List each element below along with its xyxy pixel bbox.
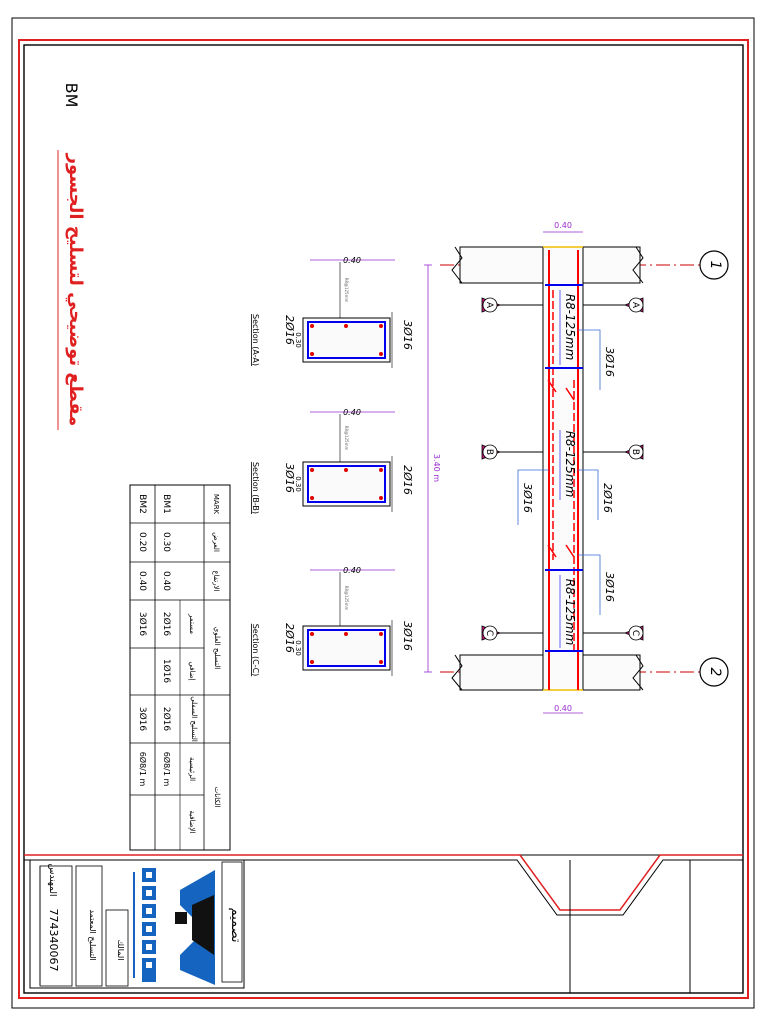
row1-top-extra: 1Ø16 xyxy=(161,659,172,684)
section-a: 0.40 R8@125mm 0.30 3Ø16 2Ø16 Section (A-… xyxy=(251,256,414,368)
section-b-width: 0.40 xyxy=(343,408,361,417)
cut-mark-a-right: A xyxy=(630,302,640,309)
section-a-top: 3Ø16 xyxy=(401,320,414,350)
title-block-frame xyxy=(24,854,743,993)
section-c-top: 3Ø16 xyxy=(401,621,414,651)
row1-top-cont: 2Ø16 xyxy=(161,612,172,637)
dim-col-left: 0.40 xyxy=(554,221,572,230)
dim-col-right: 0.40 xyxy=(554,704,572,713)
section-a-width: 0.40 xyxy=(343,256,361,265)
title-block: 774340067 المهندس التسليح المعتمد المالك… xyxy=(29,859,245,989)
row2-bottom: 3Ø16 xyxy=(137,707,148,732)
row2-stir-main: 6Ø8/1 m xyxy=(138,752,148,787)
hdr-top-cont: مستمر xyxy=(188,613,196,634)
top-bar-label-1: 3Ø16 xyxy=(603,347,616,377)
title-arabic: مقطع توضيحي لتسليح الجسور xyxy=(65,153,86,427)
section-b-title: Section (B-B) xyxy=(251,462,260,514)
grid-label-2: 2 xyxy=(707,668,723,677)
cut-mark-a-left: A xyxy=(484,302,494,309)
drawing-title: BM مقطع توضيحي لتسليح الجسور xyxy=(57,83,86,430)
section-c-width: 0.40 xyxy=(343,566,361,575)
grid-label-1: 1 xyxy=(707,261,723,270)
hdr-stir-main: الرئيسية xyxy=(188,757,196,781)
owner-label: المالك xyxy=(116,940,125,961)
section-a-depth: 0.30 xyxy=(294,332,302,348)
stirrup-label-2: R8-125mm xyxy=(563,431,577,498)
outer-border xyxy=(11,17,755,1009)
section-b-top: 2Ø16 xyxy=(401,465,414,495)
row2-width: 0.20 xyxy=(137,532,147,552)
phone-number: 774340067 xyxy=(47,909,60,972)
hdr-bottom: التسليح السفلي xyxy=(190,696,198,742)
section-a-title: Section (A-A) xyxy=(251,314,260,366)
hdr-depth: الارتفاع xyxy=(212,570,220,591)
hdr-top-extra: إضافي xyxy=(188,661,196,680)
grid-bubble-2 xyxy=(699,657,729,687)
top-bar-label-2: 2Ø16 xyxy=(601,483,614,513)
red-frame xyxy=(18,39,749,999)
row1-bottom: 2Ø16 xyxy=(161,707,172,732)
cut-mark-b-left: B xyxy=(484,449,494,455)
section-b-bottom: 3Ø16 xyxy=(283,463,296,493)
design-label: تصميم xyxy=(228,908,243,943)
section-b-depth: 0.30 xyxy=(294,476,302,492)
stirrup-label-1: R8-125mm xyxy=(563,294,577,361)
cut-mark-c-left: C xyxy=(484,630,494,636)
row2-mark: BM2 xyxy=(137,494,147,514)
beam-elevation: 1 2 0.40 0.40 3.40 m xyxy=(424,221,729,714)
stirrup-label-3: R8-125mm xyxy=(563,579,577,646)
section-b-stirrup-note: R8@125mm xyxy=(344,426,349,451)
hdr-mark: MARK xyxy=(212,494,220,515)
title-code: BM xyxy=(62,83,81,108)
inner-frame xyxy=(23,44,744,994)
row2-depth: 0.40 xyxy=(137,571,147,591)
engineer-name: التسليح المعتمد xyxy=(88,909,97,960)
section-a-bottom: 2Ø16 xyxy=(283,315,296,345)
section-c: 0.40 R8@125mm 0.30 3Ø16 2Ø16 Section (C-… xyxy=(251,566,414,676)
engineer-label: المهندس xyxy=(47,863,57,896)
row2-top-cont: 3Ø16 xyxy=(137,612,148,637)
row1-stir-main: 6Ø8/1 m xyxy=(162,752,172,787)
section-c-bottom: 2Ø16 xyxy=(283,623,296,653)
beam-schedule-table: MARK العرض الارتفاع التسليح العلوي مستمر… xyxy=(129,484,231,851)
section-b: 0.40 R8@125mm 0.30 2Ø16 3Ø16 Section (B-… xyxy=(251,408,414,514)
hdr-stir-sec: الإضافية xyxy=(188,810,196,833)
grid-bubble-1 xyxy=(699,250,729,280)
cut-mark-c-right: C xyxy=(630,630,640,636)
hdr-width: العرض xyxy=(212,532,220,552)
row1-depth: 0.40 xyxy=(161,571,171,591)
company-logo xyxy=(133,868,215,985)
dim-span: 3.40 m xyxy=(432,454,441,482)
section-c-depth: 0.30 xyxy=(294,640,302,656)
top-bar-label-3: 3Ø16 xyxy=(603,572,616,602)
row1-mark: BM1 xyxy=(161,494,171,514)
section-c-stirrup-note: R8@125mm xyxy=(344,586,349,611)
hdr-stirrups: الكانات xyxy=(213,787,221,808)
section-a-stirrup-note: R8@125mm xyxy=(344,278,349,303)
bottom-bar-label-1: 3Ø16 xyxy=(521,483,534,513)
section-c-title: Section (C-C) xyxy=(251,624,260,677)
cut-mark-b-right: B xyxy=(630,449,640,455)
row1-width: 0.30 xyxy=(161,532,171,552)
hdr-top-group: التسليح العلوي xyxy=(213,627,221,670)
